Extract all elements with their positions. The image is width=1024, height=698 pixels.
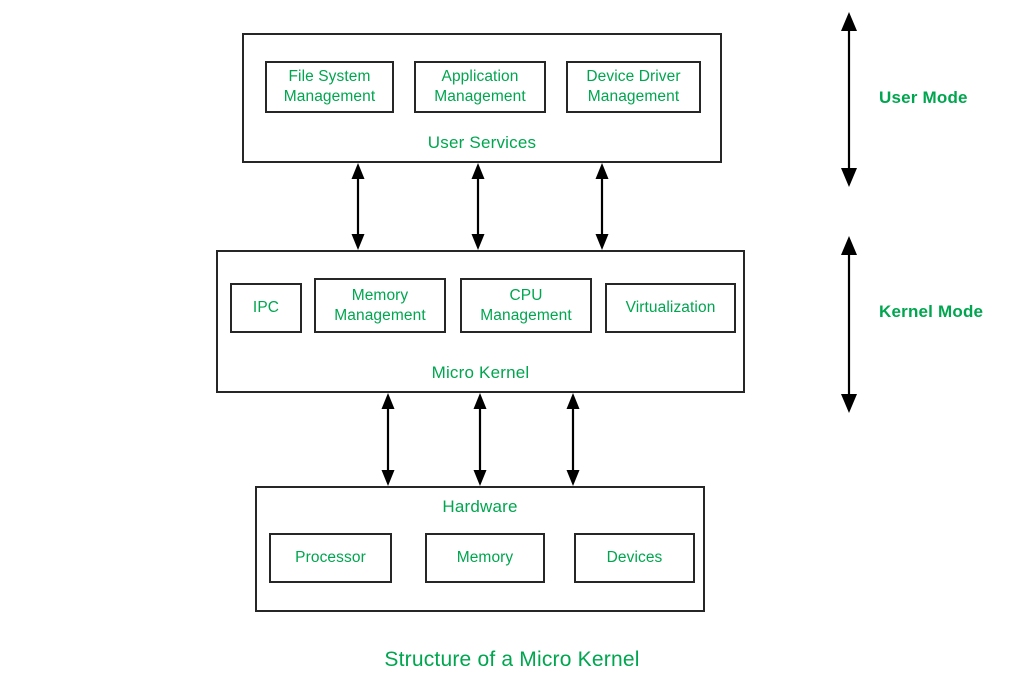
component-memory-management[interactable]: Memory Management [314,278,446,333]
hardware-section: Hardware Processor Memory Devices [255,486,705,612]
figure-caption: Structure of a Micro Kernel [384,648,640,671]
connector-user-to-kernel-2 [471,163,485,250]
mode-label-user-mode: User Mode [879,88,968,107]
component-file-system-management[interactable]: File System Management [265,61,394,113]
component-memory[interactable]: Memory [425,533,545,583]
mode-bracket-user-mode [841,12,857,187]
connector-user-to-kernel-1 [351,163,365,250]
connector-kernel-to-hardware-1 [381,393,395,486]
connector-kernel-to-hardware-3 [566,393,580,486]
user-services-label: User Services [427,133,537,152]
component-virtualization[interactable]: Virtualization [605,283,736,333]
connector-user-to-kernel-3 [595,163,609,250]
mode-label-kernel-mode: Kernel Mode [879,302,984,321]
component-processor[interactable]: Processor [269,533,392,583]
component-application-management[interactable]: Application Management [414,61,546,113]
mode-bracket-kernel-mode [841,236,857,413]
micro-kernel-section: IPC Memory Management CPU Management Vir… [216,250,745,393]
hardware-label: Hardware [442,497,518,516]
component-devices[interactable]: Devices [574,533,695,583]
component-device-driver-management[interactable]: Device Driver Management [566,61,701,113]
user-services-section: File System Management Application Manag… [242,33,722,163]
component-ipc[interactable]: IPC [230,283,302,333]
component-cpu-management[interactable]: CPU Management [460,278,592,333]
connector-kernel-to-hardware-2 [473,393,487,486]
micro-kernel-label: Micro Kernel [431,363,530,382]
